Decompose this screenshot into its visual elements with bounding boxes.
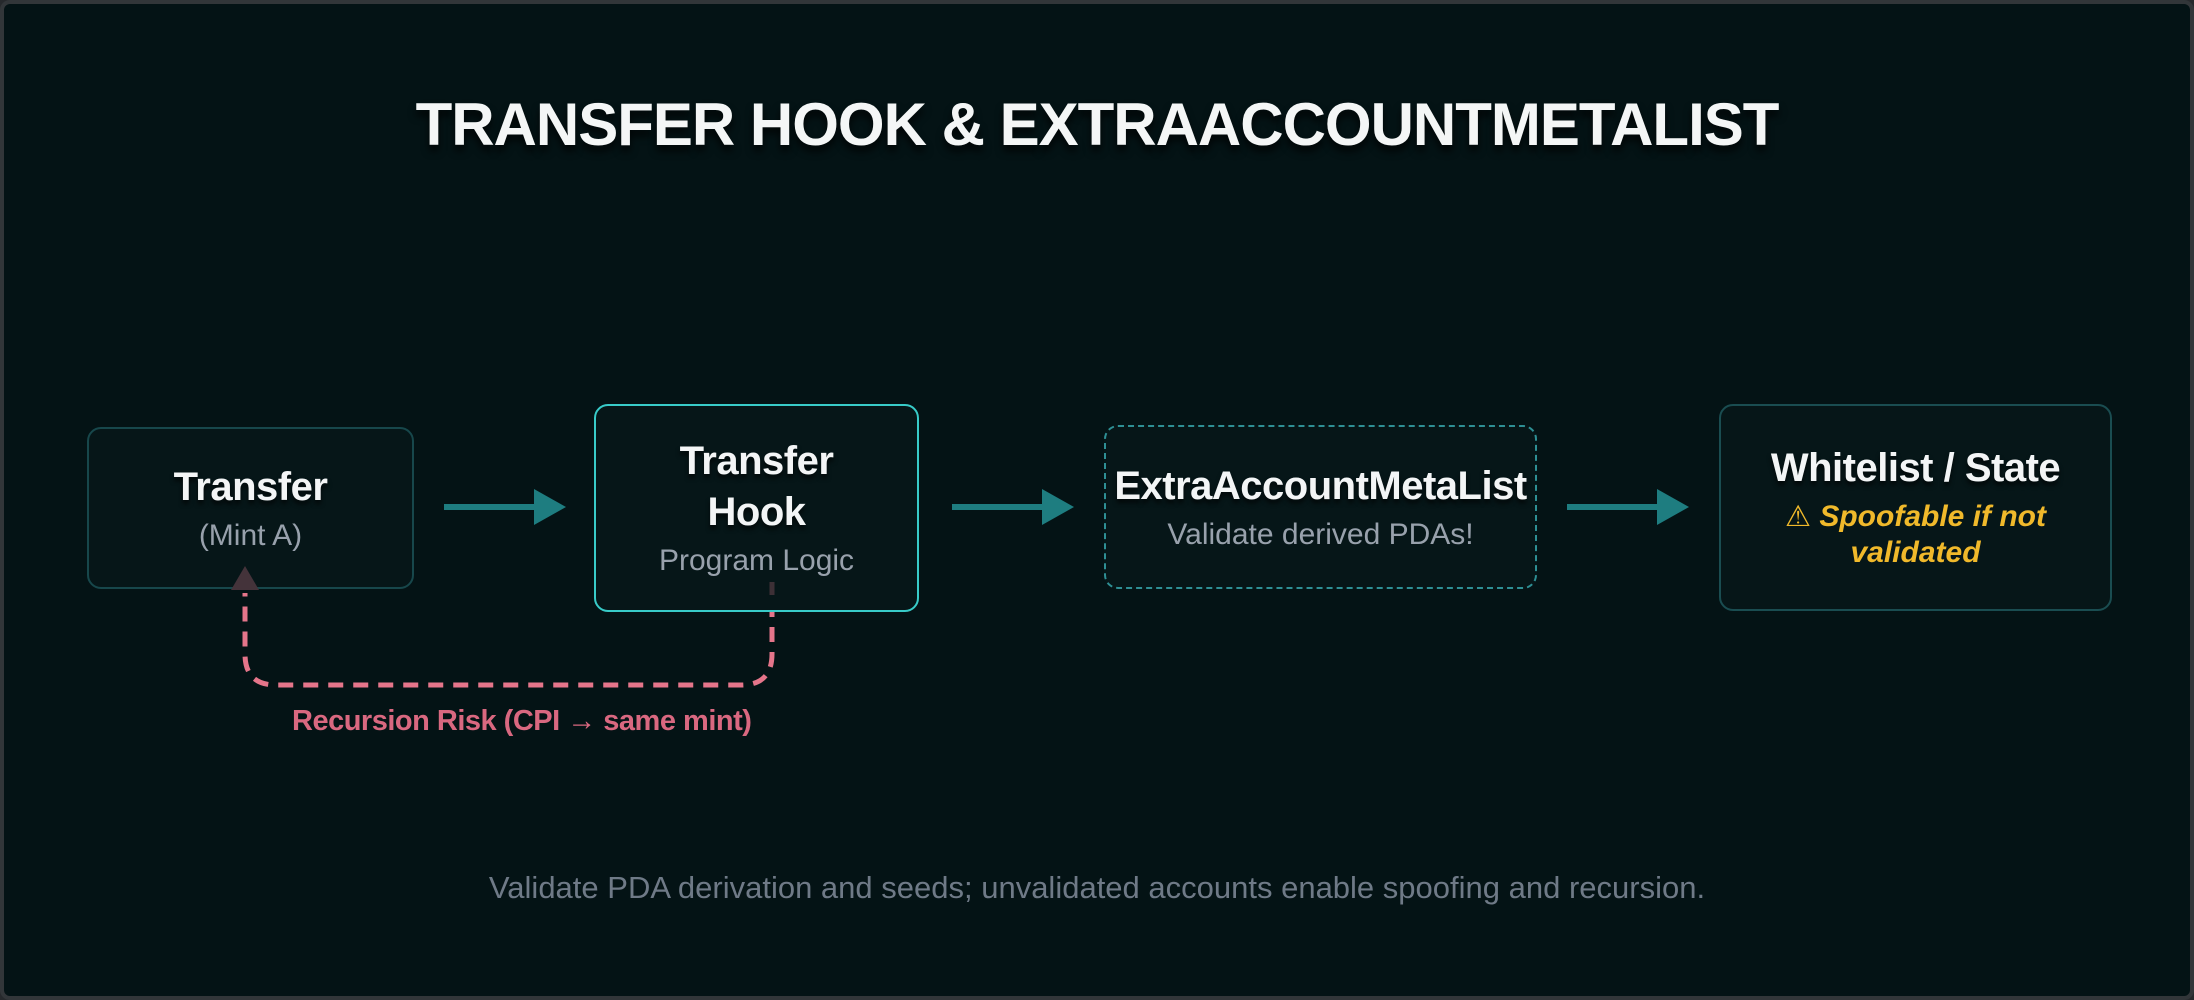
footer-caption: Validate PDA derivation and seeds; unval… (488, 870, 1706, 905)
node-transfer-hook-title: Transfer Hook (679, 439, 834, 534)
node-transfer-hook: Transfer Hook Program Logic (594, 404, 919, 612)
warning-icon: ⚠ (1785, 498, 1811, 533)
node-whitelist-title: Whitelist / State (1770, 446, 2061, 491)
arrow-metalist-to-whitelist (1567, 489, 1689, 525)
node-transfer-subtitle: (Mint A) (198, 518, 303, 552)
recursion-loop-path (242, 593, 775, 688)
arrow-transfer-to-hook (444, 489, 566, 525)
node-metalist-subtitle: Validate derived PDAs! (1167, 517, 1474, 551)
node-metalist-title: ExtraAccountMetaList (1114, 463, 1527, 508)
loop-arrowhead-icon (231, 566, 259, 590)
node-extra-account-meta-list: ExtraAccountMetaList Validate derived PD… (1104, 425, 1537, 589)
node-whitelist-state: Whitelist / State ⚠ Spoofable if not val… (1719, 404, 2112, 611)
node-whitelist-warning: ⚠ Spoofable if not validated (1756, 499, 2076, 572)
node-transfer-hook-subtitle: Program Logic (658, 544, 855, 578)
arrow-hook-to-metalist (952, 489, 1074, 525)
node-transfer-title: Transfer (173, 464, 328, 509)
recursion-risk-label: Recursion Risk (CPI → same mint) (292, 705, 752, 737)
warning-text: Spoofable if not validated (1819, 499, 2046, 570)
loop-overlay-layer (231, 566, 775, 604)
page-title: TRANSFER HOOK & EXTRAACCOUNTMETALIST (415, 91, 1780, 158)
connector-layer (242, 489, 1689, 688)
